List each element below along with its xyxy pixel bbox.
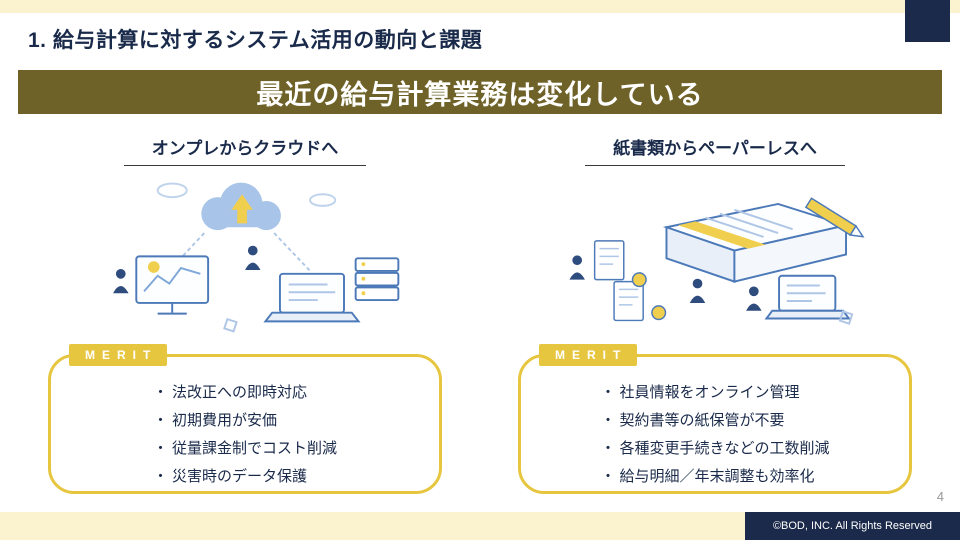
banner: 最近の給与計算業務は変化している — [18, 70, 942, 114]
bullet-text: 給与明細／年末調整も効率化 — [619, 468, 815, 485]
footer-bar: ©BOD, INC. All Rights Reserved — [0, 512, 960, 540]
bullet-text: 各種変更手続きなどの工数削減 — [619, 440, 830, 457]
paperless-illustration-svg — [569, 197, 865, 325]
bullet-marker: ・ — [152, 468, 168, 485]
column-paperless: 紙書類からペーパーレスへ — [490, 132, 940, 494]
copyright: ©BOD, INC. All Rights Reserved — [745, 512, 960, 540]
column-cloud-heading: オンプレからクラウドへ — [123, 132, 367, 166]
cloud-migration-illustration — [20, 166, 470, 338]
bullet-item: ・初期費用が安価 — [153, 407, 337, 435]
bullet-item: ・従量課金制でコスト削減 — [153, 435, 337, 463]
bullet-item: ・社員情報をオンライン管理 — [600, 379, 829, 407]
merit-box-paperless: MERIT ・社員情報をオンライン管理 ・契約書等の紙保管が不要 ・各種変更手続… — [518, 344, 912, 494]
bullet-item: ・契約書等の紙保管が不要 — [600, 407, 829, 435]
bullet-marker: ・ — [600, 440, 616, 457]
bullet-text: 契約書等の紙保管が不要 — [619, 412, 785, 429]
page-number: 4 — [936, 489, 944, 504]
bullet-marker: ・ — [152, 440, 168, 457]
merit-box-cloud: MERIT ・法改正への即時対応 ・初期費用が安価 ・従量課金制でコスト削減 ・… — [48, 344, 442, 494]
merit-tab: MERIT — [69, 344, 168, 366]
column-cloud: オンプレからクラウドへ — [20, 132, 470, 494]
bullet-text: 災害時のデータ保護 — [172, 468, 308, 485]
bullet-marker: ・ — [600, 468, 616, 485]
bullet-text: 従量課金制でコスト削減 — [172, 440, 338, 457]
content-columns: オンプレからクラウドへ — [20, 132, 940, 494]
cloud-illustration-svg — [113, 182, 400, 333]
column-paperless-heading: 紙書類からペーパーレスへ — [585, 132, 845, 166]
top-accent-strip — [0, 0, 960, 13]
paperless-illustration — [490, 166, 940, 338]
corner-accent-square — [905, 0, 950, 42]
slide-section-title: 1. 給与計算に対するシステム活用の動向と課題 — [28, 29, 483, 52]
banner-title: 最近の給与計算業務は変化している — [256, 79, 704, 110]
bullet-marker: ・ — [600, 384, 616, 401]
merit-tab: MERIT — [539, 344, 638, 366]
bullet-text: 社員情報をオンライン管理 — [619, 384, 800, 401]
bullet-item: ・災害時のデータ保護 — [153, 463, 337, 491]
bullet-text: 法改正への即時対応 — [172, 384, 308, 401]
bullet-marker: ・ — [600, 412, 616, 429]
bullet-marker: ・ — [152, 412, 168, 429]
bullet-marker: ・ — [152, 384, 168, 401]
bullet-item: ・各種変更手続きなどの工数削減 — [600, 435, 829, 463]
merit-bullet-list: ・社員情報をオンライン管理 ・契約書等の紙保管が不要 ・各種変更手続きなどの工数… — [600, 379, 829, 491]
bullet-item: ・法改正への即時対応 — [153, 379, 337, 407]
merit-bullet-list: ・法改正への即時対応 ・初期費用が安価 ・従量課金制でコスト削減 ・災害時のデー… — [153, 379, 337, 491]
bullet-item: ・給与明細／年末調整も効率化 — [600, 463, 829, 491]
bullet-text: 初期費用が安価 — [172, 412, 278, 429]
